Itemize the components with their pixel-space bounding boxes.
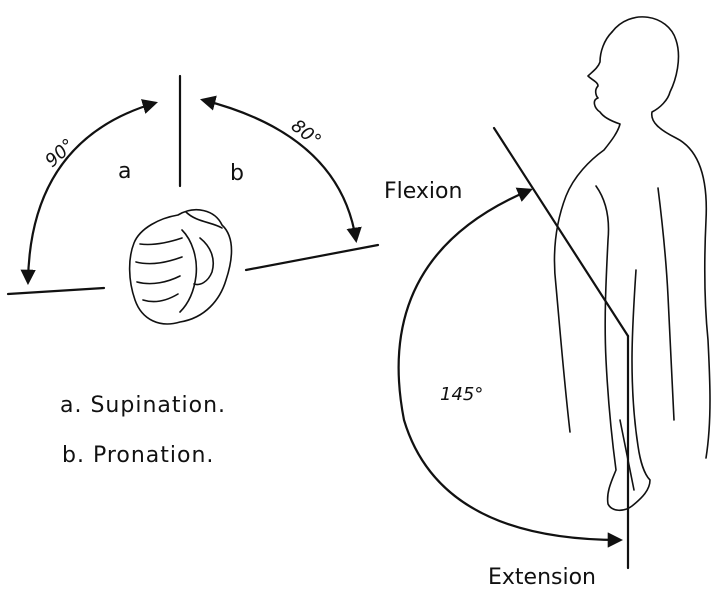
zone-label-b: b [230,161,244,186]
pronation-angle-label: 80° [287,115,325,151]
legend-supination: a. Supination. [60,393,226,418]
pronation-end-line [246,245,378,270]
human-figure-outline [554,17,710,510]
supination-end-line [8,288,104,294]
elbow-motion-diagram: Flexion Extension 145° [384,17,710,590]
forearm-rotation-diagram: 90° 80° a b a. Supination. b. Pronation. [8,76,378,468]
supination-angle-label: 90° [41,135,79,172]
extension-label: Extension [488,565,596,590]
flexion-label: Flexion [384,179,462,204]
elbow-angle-label: 145° [440,384,483,405]
zone-label-a: a [118,159,131,184]
fist-illustration [130,210,232,324]
flexion-arc [399,190,620,540]
supination-arc [28,103,155,282]
pronation-arc [203,100,356,240]
legend-pronation: b. Pronation. [62,443,214,468]
